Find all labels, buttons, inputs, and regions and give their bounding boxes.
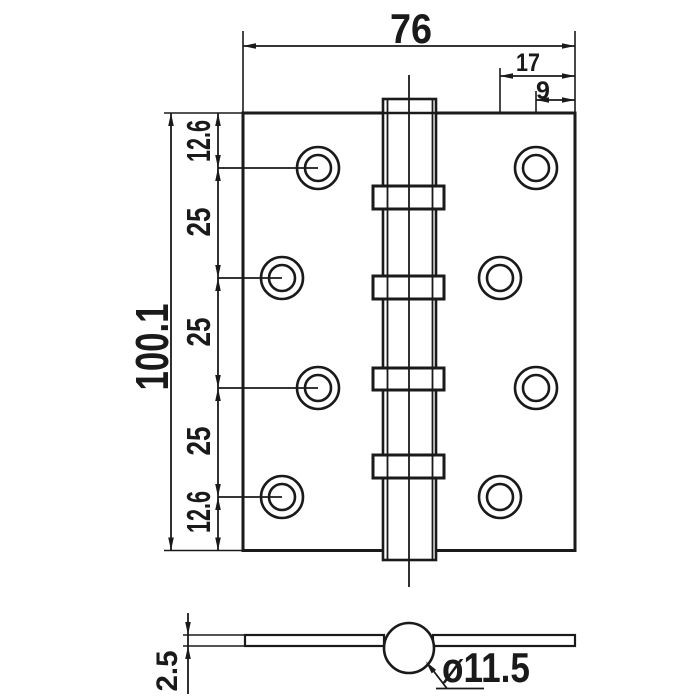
screw-hole [259, 474, 305, 520]
screw-hole [259, 255, 305, 301]
front-view: 76 17 9 100.1 [126, 5, 577, 587]
screw-hole [477, 474, 523, 520]
arrowhead [562, 73, 575, 79]
hole-pointer-lines [218, 167, 318, 498]
screw-hole [513, 365, 559, 411]
hole-offset-9-label: 9 [536, 77, 550, 105]
leaf-thickness-label: 2.5 [151, 651, 184, 692]
screw-hole [477, 255, 523, 301]
arrowhead [562, 43, 575, 49]
knuckle-section-circle [382, 621, 436, 675]
dim-knuckle-diameter: ø11.5 [425, 644, 530, 691]
screw-hole [295, 145, 341, 191]
pitch-label-3: 25 [180, 427, 217, 456]
dim-hole-chain: 12.6 25 25 25 12.6 [180, 113, 221, 551]
overall-width-label: 76 [390, 5, 432, 52]
hole-offset-17-label: 17 [516, 49, 540, 77]
dim-overall-height: 100.1 [126, 112, 243, 552]
arrowhead [562, 97, 575, 103]
dim-overall-width: 76 [243, 5, 575, 52]
dim-hole-offset-9: 9 [536, 77, 575, 105]
screw-hole [513, 145, 559, 191]
arrowhead [243, 43, 256, 49]
screw-holes [259, 145, 559, 520]
top-margin-label: 12.6 [180, 120, 217, 162]
left-leaf-section [243, 633, 386, 648]
hinge-barrel [371, 75, 446, 587]
arrowhead [168, 537, 174, 551]
arrowhead [500, 73, 513, 79]
overall-height-label: 100.1 [126, 304, 178, 391]
leader-line [431, 668, 448, 690]
arrowhead [185, 646, 191, 659]
arrowhead [168, 113, 174, 126]
pitch-label-2: 25 [180, 318, 217, 347]
pitch-label-1: 25 [180, 208, 217, 237]
knuckle-diameter-label: ø11.5 [442, 644, 530, 691]
screw-hole [295, 365, 341, 411]
dim-hole-offset-17: 17 [500, 49, 575, 79]
bottom-margin-label: 12.6 [180, 491, 217, 533]
arrowhead [536, 97, 549, 103]
dim-leaf-thickness: 2.5 [151, 613, 191, 694]
bottom-view: 2.5 ø11.5 [151, 613, 577, 694]
arrowhead [185, 622, 191, 635]
